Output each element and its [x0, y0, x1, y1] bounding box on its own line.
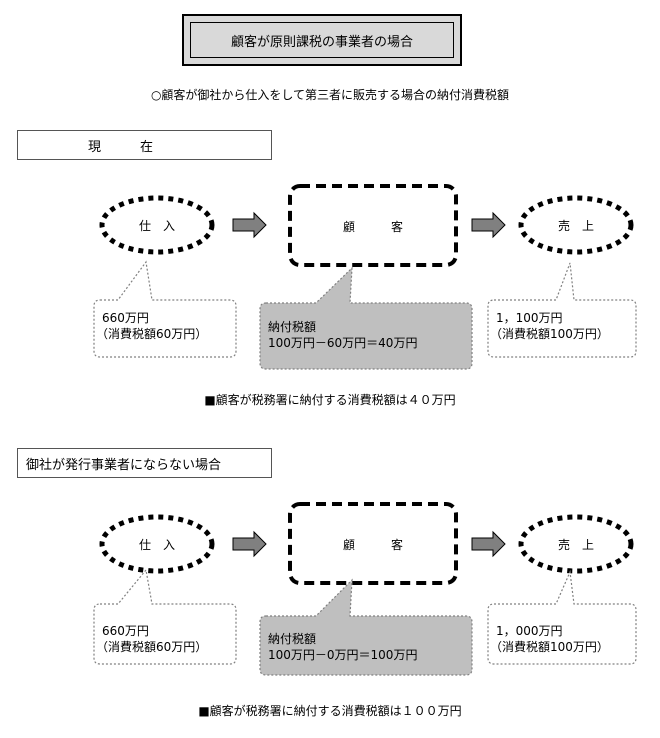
purchase-node: [99, 514, 215, 574]
section-2-diagram: [93, 502, 637, 676]
customer-callout-line1: 納付税額: [268, 632, 317, 646]
customer-callout-line1: 納付税額: [268, 320, 317, 334]
purchase-callout-line2: （消費税額60万円）: [96, 327, 208, 341]
arrow-icon: [232, 530, 267, 558]
sales-callout-line2: （消費税額100万円）: [490, 640, 609, 654]
customer-callout: [259, 266, 473, 370]
section-title-current: 現 在: [17, 130, 272, 160]
header-box: 顧客が原則課税の事業者の場合: [182, 14, 462, 66]
sales-label: 売 上: [557, 219, 594, 233]
arrow-icon: [232, 211, 267, 239]
sales-callout-line1: 1，000万円: [496, 624, 563, 638]
customer-node: [288, 184, 458, 267]
purchase-callout: [93, 260, 237, 358]
customer-label: 顧 客: [342, 538, 403, 552]
customer-callout: [259, 578, 473, 676]
customer-label: 顧 客: [342, 220, 403, 234]
note-not-registered: ■顧客が税務署に納付する消費税額は１００万円: [198, 704, 462, 718]
header-title: 顧客が原則課税の事業者の場合: [190, 22, 454, 58]
sales-callout: [487, 569, 637, 665]
purchase-label: 仕 入: [138, 219, 175, 233]
arrow-icon: [471, 530, 506, 558]
sales-callout-line2: （消費税額100万円）: [490, 327, 609, 341]
purchase-callout-line2: （消費税額60万円）: [96, 640, 208, 654]
purchase-node: [99, 195, 215, 255]
purchase-callout-line1: 660万円: [102, 311, 149, 325]
purchase-callout-line1: 660万円: [102, 624, 149, 638]
sales-node: [518, 514, 634, 574]
note-current: ■顧客が税務署に納付する消費税額は４０万円: [204, 393, 456, 407]
subtitle: ○顧客が御社から仕入をして第三者に販売する場合の納付消費税額: [150, 88, 510, 102]
customer-callout-line2: 100万円－0万円＝100万円: [268, 648, 418, 662]
section-1-diagram: [93, 184, 637, 370]
sales-label: 売 上: [557, 538, 594, 552]
purchase-label: 仕 入: [138, 538, 175, 552]
customer-callout-line2: 100万円－60万円＝40万円: [268, 336, 418, 350]
sales-callout: [487, 262, 637, 358]
sales-node: [518, 195, 634, 255]
section-title-not-registered: 御社が発行事業者にならない場合: [17, 448, 272, 478]
purchase-callout: [93, 568, 237, 665]
customer-node: [288, 502, 458, 585]
sales-callout-line1: 1，100万円: [496, 311, 563, 325]
arrow-icon: [471, 211, 506, 239]
